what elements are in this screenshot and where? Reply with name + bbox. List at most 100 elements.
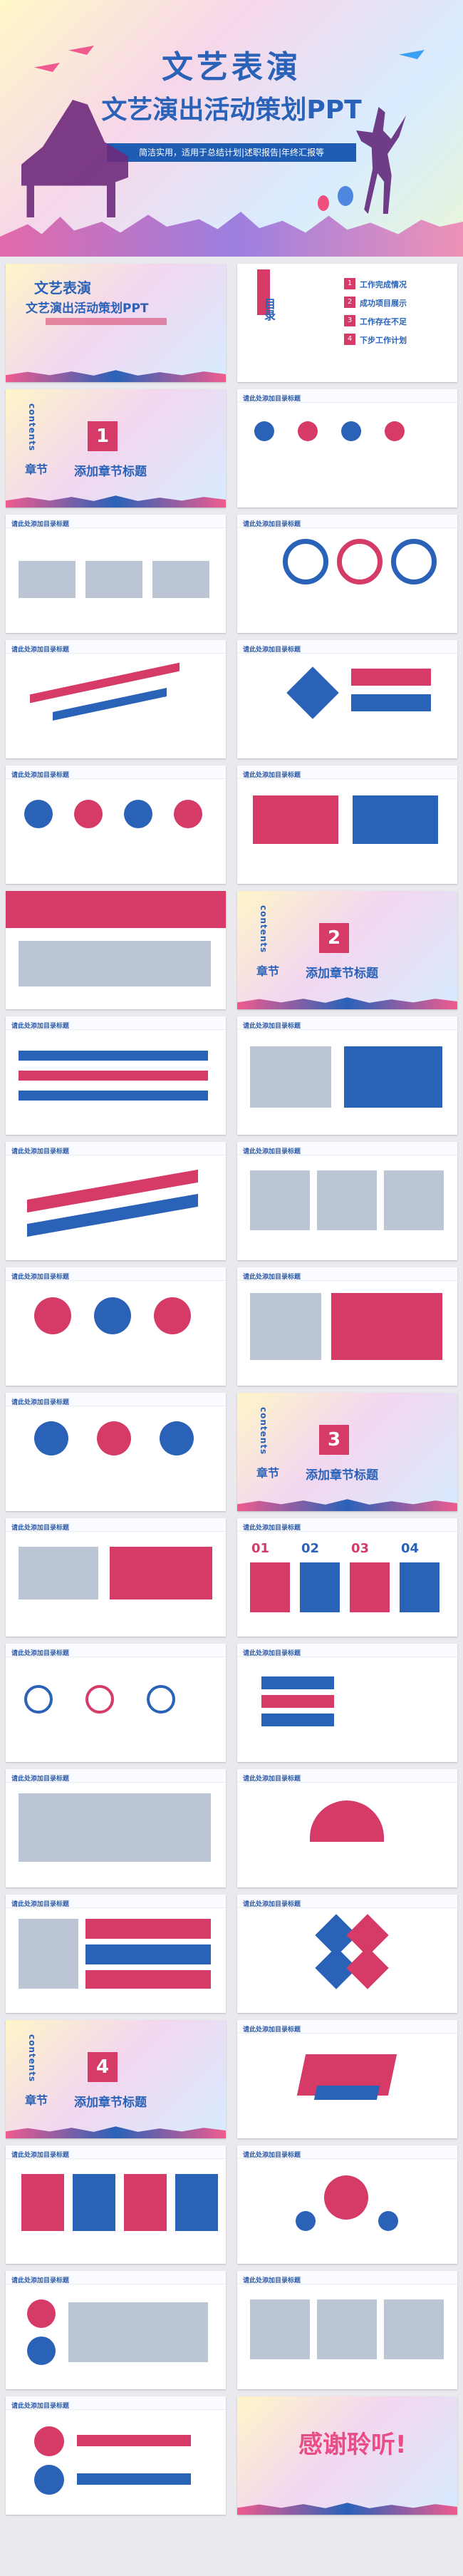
slide-title: 请此处添加目录标题 [11, 1901, 70, 1908]
slide-cover-title: 文艺表演 [34, 279, 91, 297]
slide-title: 请此处添加目录标题 [11, 2277, 70, 2284]
slide-title-bar [237, 640, 457, 654]
slide-title: 请此处添加目录标题 [243, 1776, 301, 1783]
icon-circle [94, 1297, 131, 1334]
slide-content-13: 请此处添加目录标题 [6, 1267, 226, 1386]
content-bar [77, 2473, 191, 2485]
slide-content-6: 请此处添加目录标题 [6, 766, 226, 884]
slide-chapter-3: contents 3 章节 添加章节标题 [237, 1393, 457, 1511]
city-skyline [0, 212, 463, 257]
icon-circle [341, 421, 361, 441]
slide-title: 请此处添加目录标题 [243, 2277, 301, 2284]
icon-circle [174, 800, 202, 828]
dancer-silhouette [6, 311, 33, 361]
slide-chapter-4: contents 4 章节 添加章节标题 [6, 2020, 226, 2138]
slide-title: 请此处添加目录标题 [243, 1023, 301, 1030]
hero-title: 文艺表演 [162, 49, 301, 86]
step-number-03: 03 [351, 1541, 370, 1556]
content-bar [261, 1676, 334, 1689]
ring-graphic [85, 1685, 114, 1714]
balloon-icon [318, 195, 329, 211]
icon-circle [324, 2175, 368, 2220]
ring-graphic [147, 1685, 175, 1714]
slide-title-bar [6, 1267, 226, 1281]
slide-title: 请此处添加目录标题 [11, 1650, 70, 1657]
slide-title: 请此处添加目录标题 [243, 1525, 301, 1532]
slide-content-9: 请此处添加目录标题 [6, 1016, 226, 1135]
photo-placeholder [85, 561, 142, 598]
skyline-ribbon [237, 1499, 457, 1511]
slide-title-bar [237, 1267, 457, 1281]
diamond-shape [346, 1947, 389, 1989]
toc-number-1: 1 [344, 278, 355, 289]
slide-cover-subtitle: 文艺演出活动策划PPT [26, 302, 149, 316]
toc-heading: 目录 [262, 298, 276, 321]
slide-content-26: 请此处添加目录标题 [237, 2145, 457, 2264]
photo-placeholder [317, 1170, 377, 1230]
slide-title-bar [237, 1769, 457, 1783]
content-bar [351, 694, 431, 711]
chapter-title: 添加章节标题 [74, 465, 147, 479]
skyline-ribbon [6, 2126, 226, 2138]
chapter-number: 2 [319, 923, 349, 953]
slide-title-bar [6, 2271, 226, 2284]
slide-title: 请此处添加目录标题 [11, 1148, 70, 1155]
slide-content-5: 请此处添加目录标题 [237, 640, 457, 758]
toc-item-2: 成功项目展示 [360, 299, 407, 308]
skyline-ribbon [6, 495, 226, 508]
slide-title-bar [237, 515, 457, 528]
hero-cover: 文艺表演 文艺演出活动策划PPT 简洁实用，适用于总结计划|述职报告|年终汇报等 [0, 0, 463, 257]
title-banner [6, 891, 226, 928]
content-panel [400, 1562, 439, 1612]
slide-content-16: 请此处添加目录标题 [6, 1518, 226, 1637]
icon-circle [160, 1421, 194, 1456]
hero-subtitle: 文艺演出活动策划PPT [101, 96, 362, 125]
slide-title: 请此处添加目录标题 [11, 646, 70, 654]
content-panel [21, 2174, 64, 2231]
slide-content-15: 请此处添加目录标题 [6, 1393, 226, 1511]
icon-circle [296, 2211, 316, 2231]
slide-content-24: 请此处添加目录标题 [237, 2020, 457, 2138]
content-panel [73, 2174, 115, 2231]
icon-circle [254, 421, 274, 441]
chapter-label: 章节 [256, 964, 280, 978]
icon-circle [34, 2465, 64, 2495]
slide-content-17: 请此处添加目录标题 01 02 03 04 [237, 1518, 457, 1637]
slide-title-bar [237, 1016, 457, 1030]
slide-content-14: 请此处添加目录标题 [237, 1267, 457, 1386]
content-panel [110, 1547, 212, 1599]
step-number-01: 01 [251, 1541, 270, 1556]
skyline-ribbon [237, 997, 457, 1009]
slide-title-bar [237, 1518, 457, 1532]
slide-thanks: 感谢聆听! [237, 2396, 457, 2515]
toc-item-3: 工作存在不足 [360, 317, 407, 326]
content-bar [19, 1091, 208, 1101]
icon-circle [24, 800, 53, 828]
step-number-02: 02 [301, 1541, 320, 1556]
slide-cover-small: 文艺表演 文艺演出活动策划PPT [6, 264, 226, 382]
chapter-number: 1 [88, 421, 118, 451]
chapter-contents-label: contents [27, 2034, 37, 2083]
slide-title: 请此处添加目录标题 [11, 2403, 70, 2410]
slide-title-bar [6, 2145, 226, 2159]
slide-title: 请此处添加目录标题 [243, 1901, 301, 1908]
slide-content-23: 请此处添加目录标题 [237, 1895, 457, 2013]
slide-title-bar [237, 2271, 457, 2284]
slide-title-bar [237, 2020, 457, 2034]
slide-title: 请此处添加目录标题 [243, 772, 301, 779]
toc-item-1: 工作完成情况 [360, 280, 407, 289]
photo-placeholder [19, 941, 211, 986]
slide-title-bar [237, 2145, 457, 2159]
chapter-label: 章节 [256, 1466, 280, 1480]
diamond-shape [286, 666, 339, 719]
slide-title: 请此处添加目录标题 [243, 1274, 301, 1281]
slide-content-8 [6, 891, 226, 1009]
content-panel [331, 1293, 442, 1360]
ring-graphic [283, 539, 328, 584]
chapter-contents-label: contents [259, 905, 269, 954]
content-panel [250, 1562, 290, 1612]
photo-placeholder [19, 1919, 78, 1989]
icon-circle [298, 421, 318, 441]
slide-title: 请此处添加目录标题 [243, 396, 301, 403]
dancer-silhouette [237, 2442, 264, 2492]
